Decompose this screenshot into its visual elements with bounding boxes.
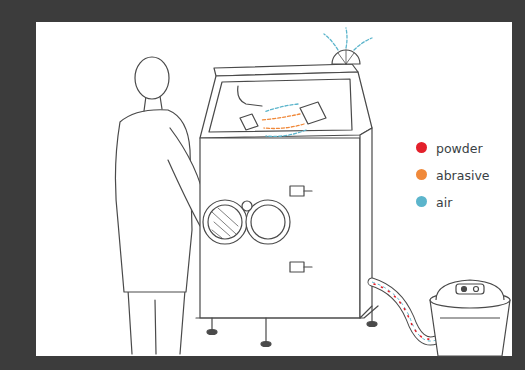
air-exhaust [324, 34, 338, 50]
control-knob [474, 287, 479, 292]
latch-handle [304, 191, 312, 267]
pressure-gauge [242, 201, 252, 211]
glove-port [203, 200, 247, 244]
legend-swatch [416, 169, 427, 180]
fan-blades [338, 50, 354, 64]
cabinet-base [196, 306, 378, 318]
light-cable [238, 86, 262, 106]
glove-port-ring [251, 205, 285, 239]
cabinet-front [200, 138, 360, 318]
air-flow [266, 130, 306, 136]
blast-cabinet [196, 50, 378, 347]
extractor-band [440, 317, 500, 318]
cabinet-side [360, 128, 372, 318]
extraction-hose [372, 282, 436, 341]
legend-label: powder [436, 141, 483, 156]
control-knob [462, 287, 467, 292]
glove-port [246, 200, 290, 244]
control-panel [456, 284, 484, 294]
operator-torso [115, 110, 192, 292]
air-exhaust [354, 38, 372, 50]
legend-label: air [436, 195, 452, 210]
abrasive-flow [262, 114, 300, 120]
hose-outline [372, 282, 436, 341]
glove-port-ring [208, 205, 242, 239]
hose-air [372, 282, 436, 341]
operator-head [135, 57, 169, 99]
cabinet-foot [367, 322, 377, 327]
workpiece [300, 102, 326, 124]
legend-swatch [416, 196, 427, 207]
legend-item: abrasive [416, 165, 489, 185]
legend-item: air [416, 192, 452, 212]
flow-arrows [262, 28, 372, 136]
hose-body [372, 282, 436, 341]
dust-extractor [430, 280, 510, 356]
legend: powder abrasive air [416, 138, 516, 228]
operator-legs [128, 290, 185, 354]
extractor-lid [436, 280, 504, 300]
door-latch [290, 262, 304, 272]
legend-swatch [416, 142, 427, 153]
cabinet-foot [261, 342, 271, 347]
door-latch [290, 186, 304, 196]
glove-hatching [212, 208, 238, 238]
air-flow [264, 104, 298, 112]
legend-label: abrasive [436, 168, 489, 183]
abrasive-flow [264, 124, 304, 129]
blast-nozzle [240, 114, 258, 130]
exhaust-fan [332, 50, 360, 64]
cabinet-hood [200, 72, 372, 138]
legend-item: powder [416, 138, 483, 158]
air-exhaust [346, 28, 347, 48]
cabinet-legs [212, 306, 372, 342]
cabinet-foot [207, 330, 217, 335]
viewing-window [209, 79, 352, 132]
panel-background [36, 22, 512, 356]
hose-powder [374, 284, 434, 339]
